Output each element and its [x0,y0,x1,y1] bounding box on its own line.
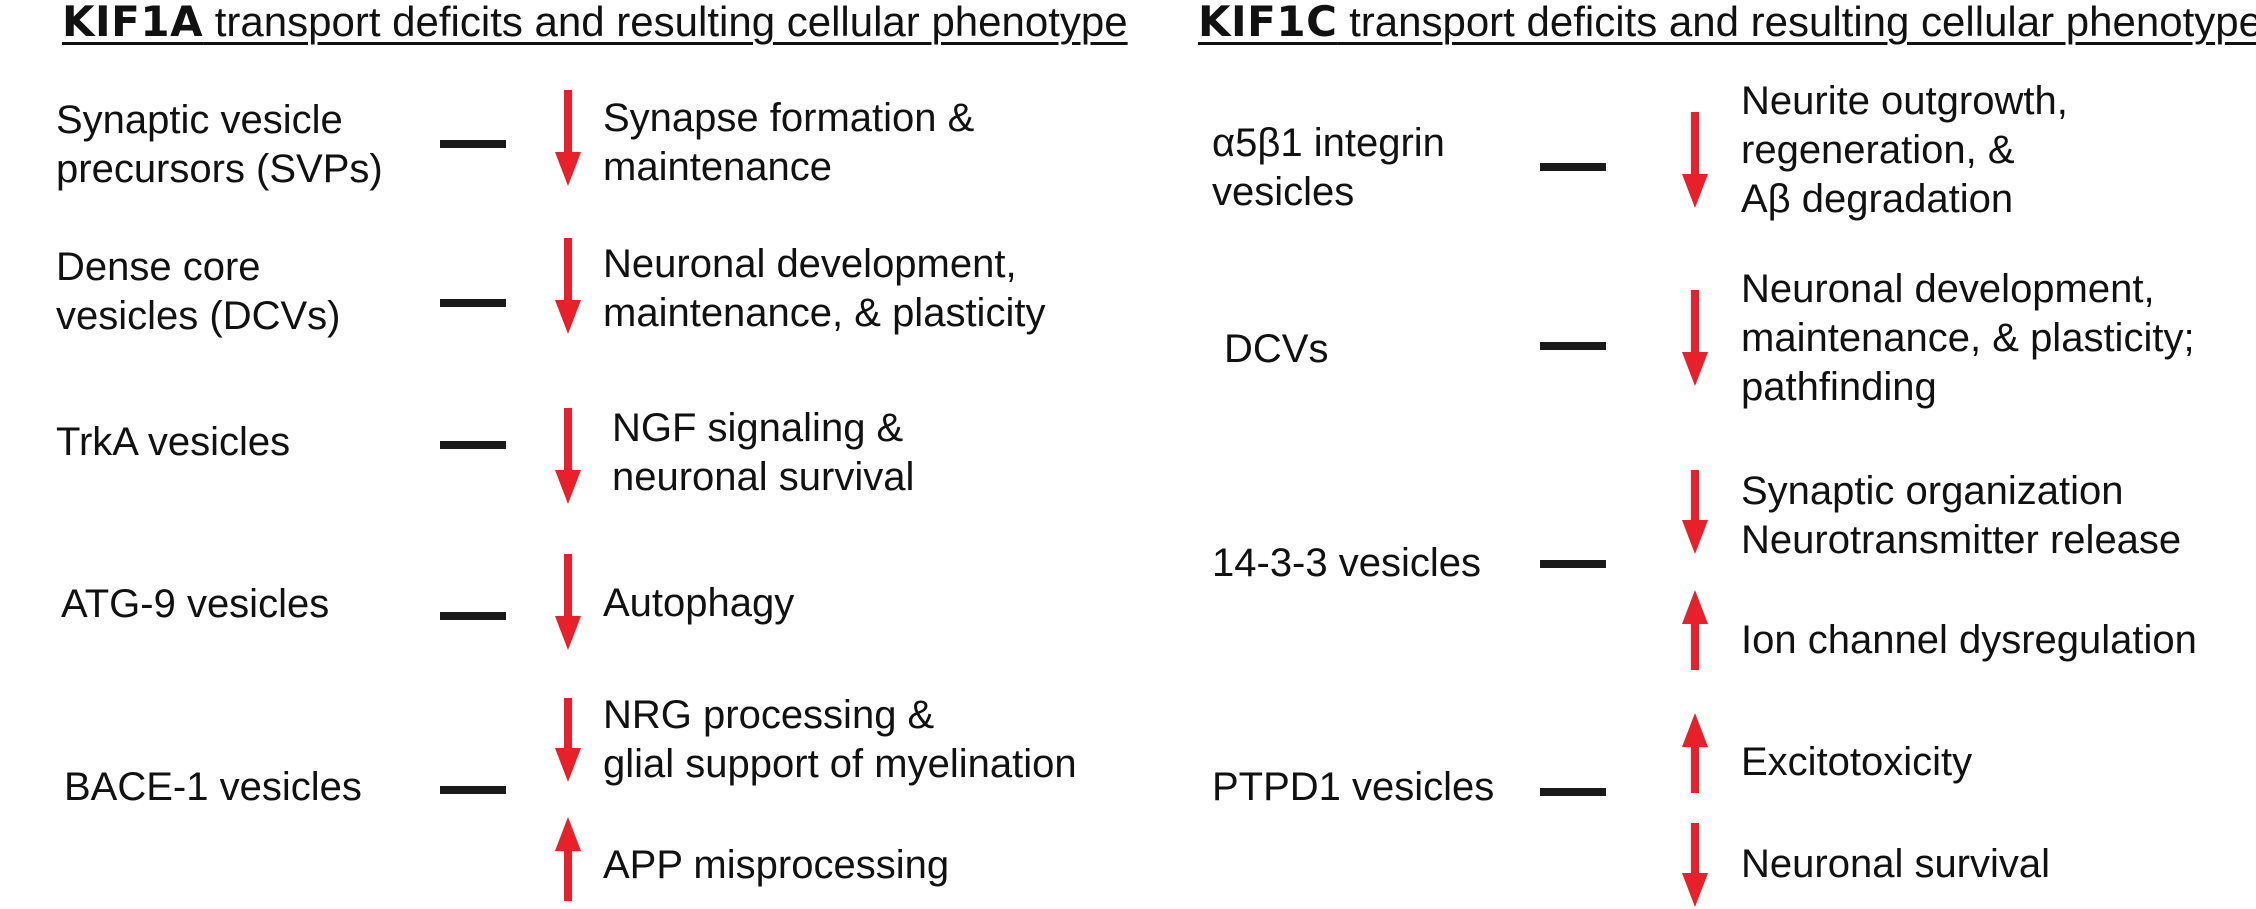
up-arrow-icon [550,817,586,901]
phenotype-label: Synapse formation &maintenance [603,96,975,189]
down-arrow-icon [1677,112,1713,208]
cargo-label: TrkA vesicles [56,420,291,464]
phenotype-label: NRG processing &glial support of myelina… [603,693,1077,786]
phenotype-label: Neuronal development,maintenance, & plas… [1741,267,2195,409]
kif1a-gene-name: KIF1A [62,0,204,46]
down-arrow-icon [550,238,586,334]
down-arrow-icon [1677,823,1713,907]
cargo-label: PTPD1 vesicles [1212,765,1495,809]
cargo-label: DCVs [1224,327,1329,371]
connector-dash [440,441,506,449]
kif1c-title-text: transport deficits and resulting cellula… [1337,0,2256,45]
phenotype-label: Neuronal development,maintenance, & plas… [603,242,1046,335]
kif1c-gene-name: KIF1C [1198,0,1338,46]
connector-dash [1540,163,1606,171]
kif1c-panel-title: KIF1C transport deficits and resulting c… [1198,0,2256,44]
phenotype-label: Ion channel dysregulation [1741,618,2197,662]
connector-dash [1540,342,1606,350]
connector-dash [440,140,506,148]
phenotype-label: APP misprocessing [603,843,950,887]
connector-dash [440,786,506,794]
phenotype-label: Neuronal survival [1741,842,2051,886]
kif1a-panel-title: KIF1A transport deficits and resulting c… [62,0,1128,44]
up-arrow-icon [1677,590,1713,670]
connector-dash [440,299,506,307]
phenotype-label: NGF signaling &neuronal survival [612,406,915,499]
cargo-label: ATG-9 vesicles [61,582,330,626]
phenotype-label: Neurite outgrowth,regeneration, &Aβ degr… [1741,79,2068,221]
kif1a-title-text: transport deficits and resulting cellula… [203,0,1128,45]
down-arrow-icon [1677,470,1713,554]
down-arrow-icon [1677,290,1713,386]
down-arrow-icon [550,554,586,650]
cargo-label: BACE-1 vesicles [64,765,362,809]
phenotype-label: Autophagy [603,581,795,625]
down-arrow-icon [550,698,586,782]
connector-dash [1540,560,1606,568]
cargo-label: 14-3-3 vesicles [1212,541,1482,585]
down-arrow-icon [550,408,586,504]
connector-dash [1540,788,1606,796]
down-arrow-icon [550,90,586,186]
phenotype-label: Excitotoxicity [1741,740,1973,784]
connector-dash [440,612,506,620]
up-arrow-icon [1677,713,1713,793]
